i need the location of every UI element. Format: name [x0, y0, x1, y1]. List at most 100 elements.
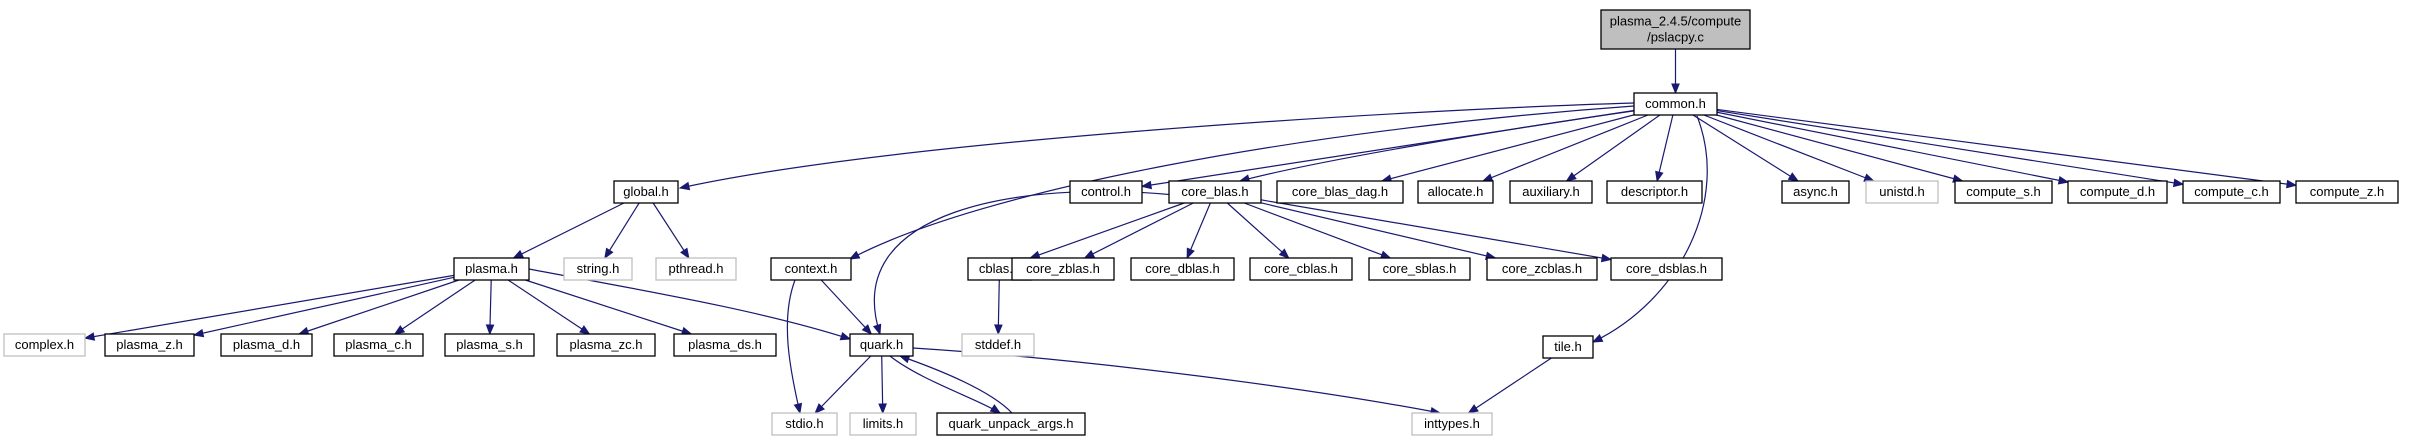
edge-common-to-auxiliary	[1565, 114, 1661, 182]
node-label: compute_s.h	[1966, 184, 2040, 199]
edge-line	[1692, 114, 1799, 182]
node-core-dblas[interactable]: core_dblas.h	[1130, 257, 1235, 281]
node-allocate[interactable]: allocate.h	[1417, 180, 1494, 204]
edge-core_blas-to-core_cblas	[1226, 202, 1290, 259]
edge-arrowhead	[1379, 250, 1392, 259]
node-compute-d[interactable]: compute_d.h	[2067, 180, 2168, 204]
node-tile[interactable]: tile.h	[1542, 335, 1594, 359]
node-compute-s[interactable]: compute_s.h	[1954, 180, 2053, 204]
node-context[interactable]: context.h	[770, 257, 852, 281]
edge-arrowhead	[848, 250, 861, 260]
edge-global-to-string	[604, 202, 640, 260]
edge-common-to-compute_d	[1716, 111, 2070, 185]
node-label: quark_unpack_args.h	[948, 416, 1073, 431]
edge-line	[881, 355, 884, 414]
node-label: inttypes.h	[1424, 416, 1480, 431]
node-label: plasma.h	[465, 261, 518, 276]
node-box	[453, 257, 530, 281]
node-box	[1411, 412, 1493, 436]
node-plasma-c[interactable]: plasma_c.h	[333, 333, 424, 357]
node-label: common.h	[1645, 96, 1706, 111]
node-label: auxiliary.h	[1522, 184, 1580, 199]
node-descriptor[interactable]: descriptor.h	[1606, 180, 1703, 204]
node-plasma-ds[interactable]: plasma_ds.h	[673, 333, 777, 357]
node-common[interactable]: common.h	[1633, 92, 1718, 116]
node-label: stdio.h	[785, 416, 823, 431]
edge-line	[820, 279, 872, 335]
node-compute-c[interactable]: compute_c.h	[2182, 180, 2281, 204]
node-box	[1486, 257, 1598, 281]
node-root[interactable]: plasma_2.4.5/compute/pslacpy.c	[1600, 9, 1751, 50]
node-core-cblas[interactable]: core_cblas.h	[1249, 257, 1353, 281]
node-core-zblas[interactable]: core_zblas.h	[1011, 257, 1115, 281]
node-plasma[interactable]: plasma.h	[453, 257, 530, 281]
node-quark-unpack-args[interactable]: quark_unpack_args.h	[936, 412, 1086, 436]
node-box	[1249, 257, 1353, 281]
node-label: compute_c.h	[2194, 184, 2268, 199]
edge-arrowhead	[579, 325, 591, 335]
node-box	[563, 257, 633, 281]
node-quark[interactable]: quark.h	[849, 333, 914, 357]
node-label: core_blas_dag.h	[1292, 184, 1388, 199]
node-box	[1509, 180, 1593, 204]
node-async[interactable]: async.h	[1781, 180, 1850, 204]
node-core-blas[interactable]: core_blas.h	[1168, 180, 1262, 204]
node-label: core_blas.h	[1181, 184, 1248, 199]
edge-core_blas-to-cblas	[1029, 202, 1185, 259]
edge-arrowhead	[192, 328, 205, 338]
edge-plasma-to-complex	[83, 274, 455, 341]
edge-line	[889, 355, 1001, 414]
node-box	[2182, 180, 2281, 204]
edge-line	[1243, 202, 1391, 259]
node-core-dsblas[interactable]: core_dsblas.h	[1610, 257, 1723, 281]
node-label: limits.h	[863, 416, 903, 431]
node-box	[770, 257, 852, 281]
edge-core_blas-to-core_zblas	[1083, 202, 1194, 259]
node-label: quark.h	[860, 337, 903, 352]
edge-global-to-plasma	[512, 202, 625, 259]
node-plasma-d[interactable]: plasma_d.h	[220, 333, 313, 357]
node-plasma-zc[interactable]: plasma_zc.h	[556, 333, 656, 357]
edge-line	[1592, 115, 1708, 343]
edge-line	[1381, 114, 1635, 182]
edge-arrowhead	[2172, 178, 2185, 188]
node-box	[771, 412, 838, 436]
edge-quark-to-limits	[878, 355, 887, 415]
node-core-blas-dag[interactable]: core_blas_dag.h	[1276, 180, 1404, 204]
edge-line	[193, 276, 455, 336]
node-box	[849, 412, 917, 436]
node-core-zcblas[interactable]: core_zcblas.h	[1486, 257, 1598, 281]
node-label: plasma_d.h	[233, 337, 300, 352]
node-auxiliary[interactable]: auxiliary.h	[1509, 180, 1593, 204]
edge-common-to-descriptor	[1655, 114, 1674, 183]
node-core-sblas[interactable]: core_sblas.h	[1368, 257, 1471, 281]
edge-arrowhead	[1863, 173, 1875, 182]
edges-layer	[83, 49, 2298, 416]
node-label: complex.h	[15, 337, 74, 352]
edge-core_blas-to-core_sblas	[1243, 202, 1392, 259]
node-label: unistd.h	[1879, 184, 1925, 199]
node-box	[556, 333, 656, 357]
edge-quark-to-stdio	[814, 355, 872, 414]
node-plasma-s[interactable]: plasma_s.h	[444, 333, 535, 357]
node-box	[936, 412, 1086, 436]
edge-plasma-to-plasma_c	[393, 279, 476, 335]
edge-common-to-global	[678, 102, 1635, 191]
node-box	[1368, 257, 1471, 281]
node-stddef: stddef.h	[961, 333, 1035, 357]
edge-common-to-async	[1692, 114, 1800, 182]
node-label: compute_d.h	[2080, 184, 2155, 199]
node-label: core_zcblas.h	[1502, 261, 1582, 276]
edge-line	[912, 347, 1441, 414]
edge-line	[1226, 202, 1290, 259]
node-plasma-z[interactable]: plasma_z.h	[104, 333, 195, 357]
node-control[interactable]: control.h	[1069, 180, 1143, 204]
edge-arrowhead	[1467, 404, 1479, 414]
node-label: allocate.h	[1428, 184, 1484, 199]
edge-quark-to-quark_unpack_args	[889, 355, 1002, 414]
node-compute-z[interactable]: compute_z.h	[2295, 180, 2399, 204]
edge-arrowhead	[839, 331, 852, 341]
edge-arrowhead	[872, 323, 882, 336]
edge-line	[84, 274, 455, 339]
node-global[interactable]: global.h	[613, 180, 679, 204]
